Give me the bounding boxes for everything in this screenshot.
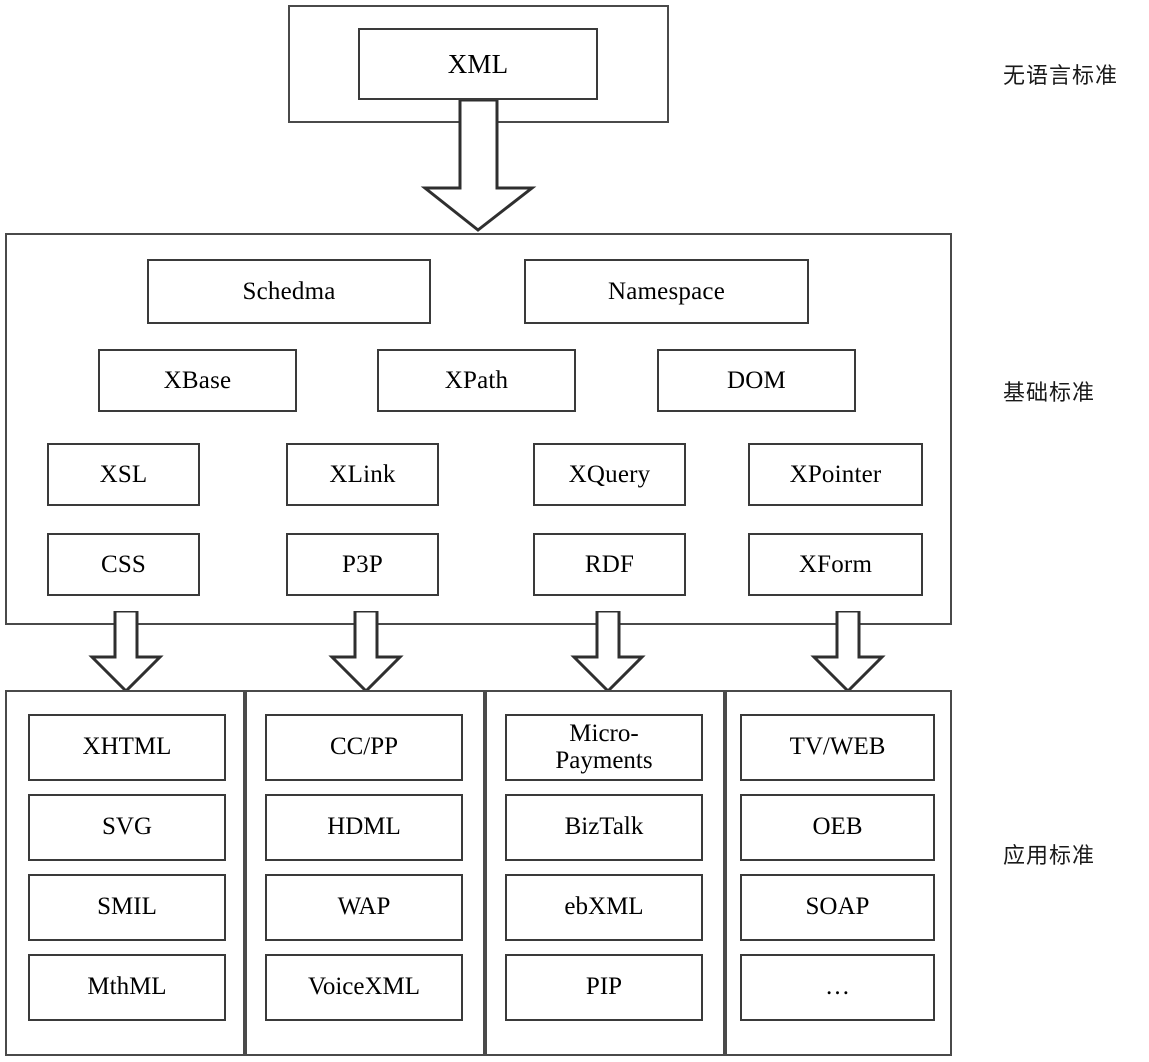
node-p3p[interactable]: P3P [286,533,439,596]
down-arrow-basic-to-apps-2 [328,611,404,693]
node-biztalk[interactable]: BizTalk [505,794,703,861]
side-label-language-independent: 无语言标准 [1003,64,1119,89]
node-svg[interactable]: SVG [28,794,226,861]
node-dom[interactable]: DOM [657,349,856,412]
app-column-3 [485,690,725,1056]
node-namespace-label: Namespace [607,277,725,305]
node-schedma-label: Schedma [242,277,336,305]
node-voicexml[interactable]: VoiceXML [265,954,463,1021]
node-rdf[interactable]: RDF [533,533,686,596]
side-label-basic-standards: 基础标准 [1003,381,1096,406]
node-xml[interactable]: XML [358,28,598,100]
node-dom-label: DOM [727,366,786,394]
node-xsl-label: XSL [99,460,148,488]
down-arrow-basic-to-apps-4 [810,611,886,693]
node-css-label: CSS [100,550,147,578]
node-rdf-label: RDF [584,550,635,578]
down-arrow-basic-to-apps-1 [88,611,164,693]
node-xform[interactable]: XForm [748,533,923,596]
node-mthml[interactable]: MthML [28,954,226,1021]
app-column-4 [725,690,952,1056]
node-xpointer[interactable]: XPointer [748,443,923,506]
node-hdml[interactable]: HDML [265,794,463,861]
node-ellipsis[interactable]: … [740,954,935,1021]
node-smil[interactable]: SMIL [28,874,226,941]
node-p3p-label: P3P [342,550,383,578]
node-ebxml[interactable]: ebXML [505,874,703,941]
node-xpath-label: XPath [444,366,509,394]
side-label-application-standards: 应用标准 [1003,844,1096,869]
node-xquery-label: XQuery [568,460,651,488]
down-arrow-basic-to-apps-3 [570,611,646,693]
node-xquery[interactable]: XQuery [533,443,686,506]
node-xpointer-label: XPointer [789,460,882,488]
node-xlink[interactable]: XLink [286,443,439,506]
node-soap[interactable]: SOAP [740,874,935,941]
app-column-1 [5,690,245,1056]
node-xbase[interactable]: XBase [98,349,297,412]
node-pip[interactable]: PIP [505,954,703,1021]
node-xsl[interactable]: XSL [47,443,200,506]
node-css[interactable]: CSS [47,533,200,596]
node-xbase-label: XBase [163,366,232,394]
node-xlink-label: XLink [329,460,396,488]
node-xhtml[interactable]: XHTML [28,714,226,781]
node-micro-payments[interactable]: Micro- Payments [505,714,703,781]
node-ccpp[interactable]: CC/PP [265,714,463,781]
node-namespace[interactable]: Namespace [524,259,809,324]
node-tv-web[interactable]: TV/WEB [740,714,935,781]
node-schedma[interactable]: Schedma [147,259,431,324]
node-wap[interactable]: WAP [265,874,463,941]
node-xml-label: XML [447,48,509,79]
node-xpath[interactable]: XPath [377,349,576,412]
node-oeb[interactable]: OEB [740,794,935,861]
app-column-2 [245,690,485,1056]
node-xform-label: XForm [798,550,873,578]
down-arrow-xml-to-basic [420,100,537,232]
